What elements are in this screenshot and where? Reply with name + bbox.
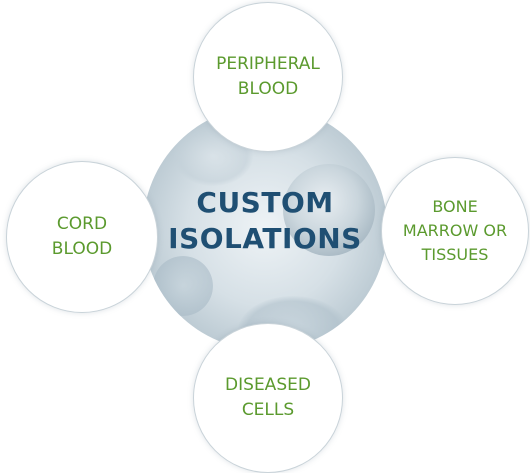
node-diseased-cells: DISEASED CELLS <box>193 323 343 473</box>
node-label-line: TISSUES <box>421 245 489 264</box>
node-bone-marrow-or-tissues: BONE MARROW OR TISSUES <box>381 157 529 305</box>
node-label-line: PERIPHERAL <box>216 54 320 74</box>
node-label-line: BLOOD <box>237 79 299 99</box>
node-peripheral-blood: PERIPHERAL BLOOD <box>193 2 343 152</box>
node-label-line: DISEASED <box>225 375 311 395</box>
node-label-line: CORD <box>56 214 108 234</box>
cell-blob <box>153 256 213 316</box>
center-title: CUSTOM ISOLATIONS <box>143 185 387 257</box>
cell-blob <box>283 164 375 256</box>
node-cord-blood: CORD BLOOD <box>6 161 158 313</box>
center-title-line2: ISOLATIONS <box>168 222 362 255</box>
node-label-line: MARROW OR <box>402 221 508 240</box>
node-label-line: CELLS <box>241 400 295 420</box>
center-title-line1: CUSTOM <box>196 186 334 219</box>
node-label-line: BONE <box>432 197 478 216</box>
node-label-line: BLOOD <box>51 239 113 259</box>
